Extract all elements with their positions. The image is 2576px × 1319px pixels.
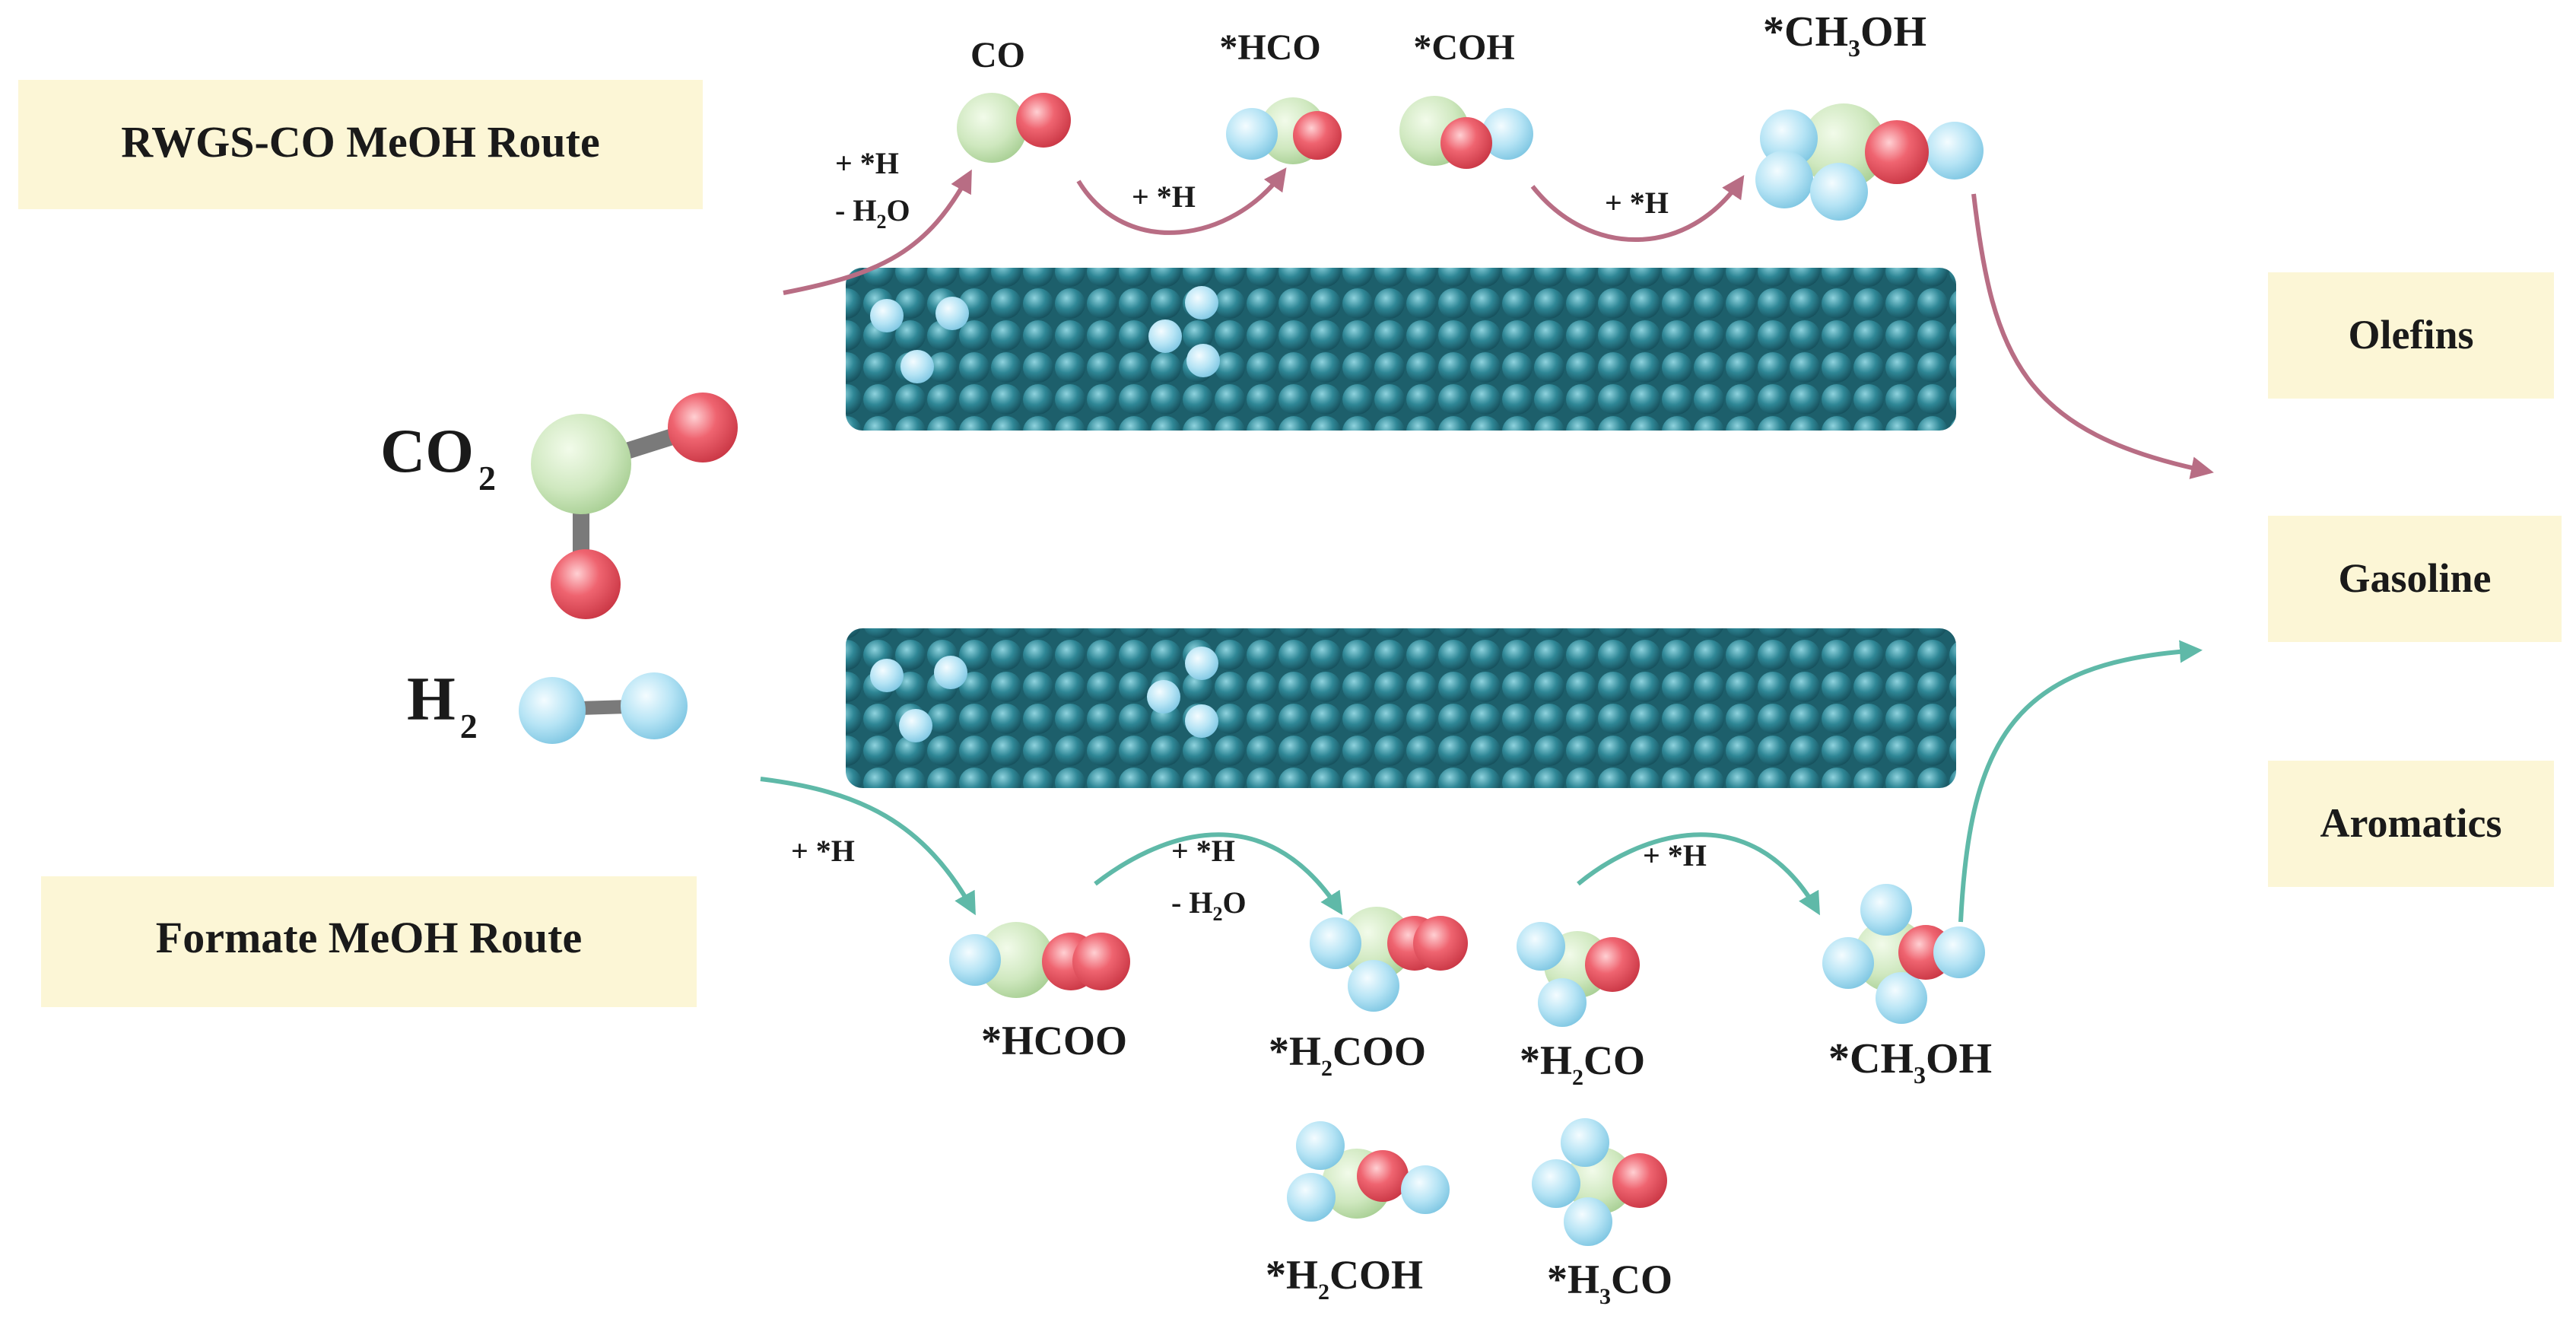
svg-text:Olefins: Olefins [2348,312,2473,358]
h3co-molecule [1532,1118,1667,1246]
rwgs-arrow-3 [1530,175,1745,242]
hco-molecule [1226,97,1342,164]
rwgs-step2-conditions: + *H [1132,180,1196,214]
ch3oh-molecule-top [1755,103,1984,221]
rwgs-step3-conditions: + *H [1605,186,1669,220]
svg-text:+ *H: + *H [835,146,899,180]
co-molecule [957,93,1071,163]
formate-step1-conditions: + *H [791,834,855,868]
ch3oh-molecule-bottom [1822,884,1985,1024]
svg-text:RWGS-CO MeOH Route: RWGS-CO MeOH Route [121,117,599,167]
h2-molecule [519,672,688,744]
svg-text:Formate MeOH Route: Formate MeOH Route [156,913,582,962]
hcoo-molecule [949,922,1130,998]
formate-step3-conditions: + *H [1643,838,1707,872]
svg-text:- H2O: - H2O [1171,885,1247,925]
hcoo-label: *HCOO [981,1018,1127,1063]
formate-route-label: Formate MeOH Route [41,876,697,1007]
coh-molecule [1399,96,1533,169]
catalyst-surface-bottom [846,628,1956,788]
h2coo-molecule [1310,907,1468,1012]
coh-label: *COH [1413,27,1514,68]
rwgs-arrow-1 [783,169,972,295]
adsorbed-hydrogen-atoms [870,647,1218,742]
rwgs-arrow-2 [1076,167,1287,235]
co-label: CO [970,35,1025,75]
h2co-molecule [1517,922,1640,1027]
svg-text:- H2O: - H2O [835,193,910,233]
h2co-label: *H2CO [1520,1038,1645,1090]
formate-arrow-2 [1094,832,1343,916]
rwgs-route-label: RWGS-CO MeOH Route [18,80,703,209]
hco-label: *HCO [1219,27,1320,68]
rwgs-arrow-to-olefins [1971,193,2214,479]
formate-arrow-to-gasoline [1958,640,2203,923]
h2coh-label: *H2COH [1266,1252,1423,1305]
formate-arrow-3 [1577,832,1820,916]
formate-arrow-1 [760,777,976,916]
adsorbed-hydrogen-atoms [870,286,1220,383]
ch3oh-label-top: *CH3OH [1763,8,1926,62]
svg-text:Aromatics: Aromatics [2320,800,2502,846]
product-gasoline: Gasoline [2268,516,2562,642]
co2-molecule [531,393,738,619]
h2coo-label: *H2COO [1269,1028,1426,1081]
product-aromatics: Aromatics [2268,761,2554,887]
svg-text:Gasoline: Gasoline [2338,555,2491,601]
catalyst-surface-top [846,268,1956,431]
svg-text:+ *H: + *H [1171,834,1235,868]
h3co-label: *H3CO [1547,1257,1672,1309]
product-olefins: Olefins [2268,272,2554,399]
formate-step2-conditions: + *H - H2O [1171,834,1247,925]
h2coh-molecule [1287,1121,1450,1222]
ch3oh-label-bottom: *CH3OH [1828,1035,1992,1089]
rwgs-step1-conditions: + *H - H2O [835,146,910,233]
